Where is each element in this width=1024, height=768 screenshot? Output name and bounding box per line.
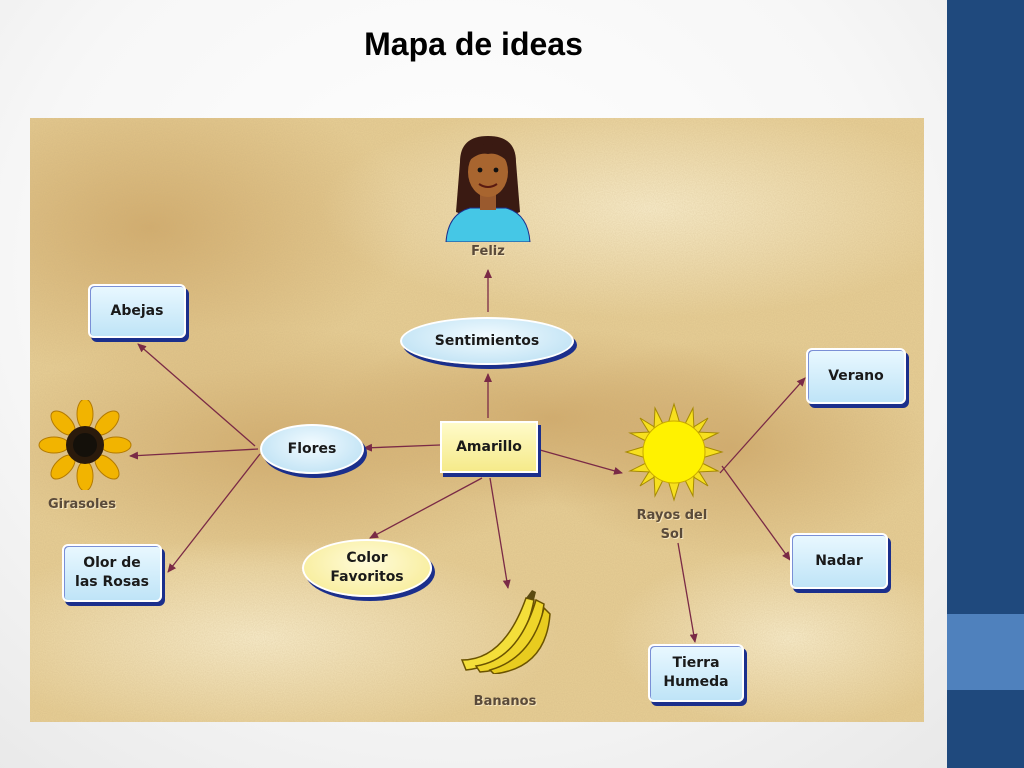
link-rayos-verano	[719, 377, 806, 474]
node-olor-de-las-rosas: Olor de las Rosas	[62, 544, 162, 602]
slide-title: Mapa de ideas	[364, 26, 583, 62]
concept-map: Feliz Sentimientos Amarillo Flores Abeja…	[30, 118, 924, 722]
node-tierra-line-2: Humeda	[663, 674, 729, 690]
link-rayos-nadar	[721, 465, 791, 561]
caption-bananos: Bananos	[473, 694, 537, 709]
map-background-texture	[30, 118, 924, 722]
node-olor-line-1: Olor de	[83, 555, 141, 571]
link-amarillo-bananos	[489, 477, 511, 589]
node-verano: Verano	[806, 348, 906, 404]
link-amarillo-flores	[363, 443, 441, 452]
slide-sidebar-accent	[947, 614, 1024, 690]
link-rayos-tierra	[677, 542, 698, 643]
caption-rayos-del-sol: Rayos del Sol	[620, 506, 724, 544]
link-amarillo-rayos	[539, 449, 623, 475]
caption-rayos-line-1: Rayos del	[636, 508, 708, 523]
node-color-line-1: Color	[346, 550, 388, 566]
node-nadar: Nadar	[790, 533, 888, 589]
link-flores-olor	[167, 453, 261, 573]
link-amarillo-color	[369, 477, 483, 539]
girl-icon	[445, 136, 531, 242]
node-amarillo: Amarillo	[440, 421, 538, 473]
sunflower-icon	[38, 400, 132, 490]
map-connections	[129, 269, 806, 643]
node-color-line-2: Favoritos	[330, 569, 404, 585]
node-abejas: Abejas	[88, 284, 186, 338]
link-flores-girasoles	[129, 448, 259, 460]
node-sentimientos: Sentimientos	[400, 317, 574, 365]
node-tierra-line-1: Tierra	[672, 655, 720, 671]
caption-feliz: Feliz	[471, 244, 505, 259]
sun-icon	[624, 402, 724, 502]
banana-icon	[460, 590, 551, 674]
caption-girasoles: Girasoles	[48, 497, 116, 512]
node-olor-line-2: las Rosas	[75, 574, 149, 590]
link-flores-abejas	[137, 343, 256, 447]
node-flores: Flores	[260, 424, 364, 474]
caption-rayos-line-2: Sol	[660, 527, 684, 542]
node-tierra-humeda: Tierra Humeda	[648, 644, 744, 702]
node-color-favoritos: Color Favoritos	[302, 539, 432, 597]
